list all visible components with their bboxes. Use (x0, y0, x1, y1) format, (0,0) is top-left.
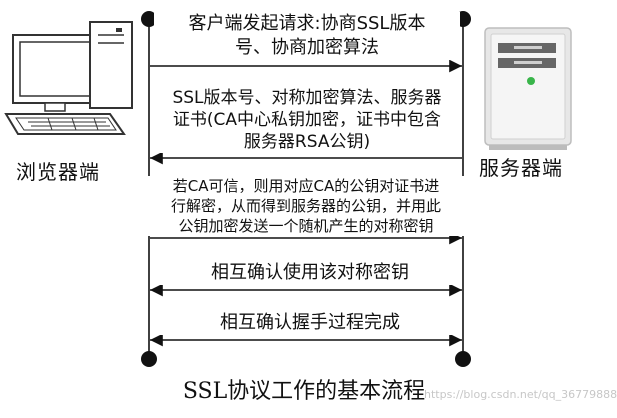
diagram-caption: SSL协议工作的基本流程 (182, 379, 426, 404)
ssl-handshake-diagram: 客户端发起请求:协商SSL版本 号、协商加密算法 SSL版本号、对称加密算法、服… (4, 11, 617, 404)
browser-label: 浏览器端 (16, 160, 100, 184)
watermark-text: https://blog.csdn.net/qq_36779888 (424, 388, 617, 401)
arrows (150, 59, 462, 347)
message-2-line-2: 证书(CA中心私钥加密，证书中包含 (172, 110, 442, 130)
message-2-line-1: SSL版本号、对称加密算法、服务器 (172, 88, 442, 108)
message-5-line-1: 相互确认握手过程完成 (220, 312, 400, 333)
message-2-line-3: 服务器RSA公钥) (243, 132, 371, 152)
diagram-canvas (4, 11, 572, 367)
browser-computer-icon (4, 21, 133, 135)
message-3-line-1: 若CA可信，则用对应CA的公钥对证书进 (172, 177, 440, 195)
message-3-line-3: 公钥加密发送一个随机产生的对称密钥 (178, 217, 434, 235)
message-1-line-2: 号、协商加密算法 (235, 37, 379, 58)
message-1-text: 客户端发起请求:协商SSL版本 号、协商加密算法 (154, 12, 460, 60)
message-1-line-1: 客户端发起请求:协商SSL版本 (188, 13, 426, 34)
message-5-text: 相互确认握手过程完成 (160, 311, 460, 335)
message-3-line-2: 行解密，从而得到服务器的公钥，并用此 (170, 197, 441, 215)
server-icon (484, 27, 572, 150)
message-4-text: 相互确认使用该对称密钥 (160, 261, 460, 285)
message-4-line-1: 相互确认使用该对称密钥 (211, 262, 409, 283)
server-label: 服务器端 (479, 156, 563, 180)
message-2-text: SSL版本号、对称加密算法、服务器 证书(CA中心私钥加密，证书中包含 服务器R… (154, 87, 460, 153)
message-3-text: 若CA可信，则用对应CA的公钥对证书进 行解密，从而得到服务器的公钥，并用此 公… (148, 176, 464, 236)
